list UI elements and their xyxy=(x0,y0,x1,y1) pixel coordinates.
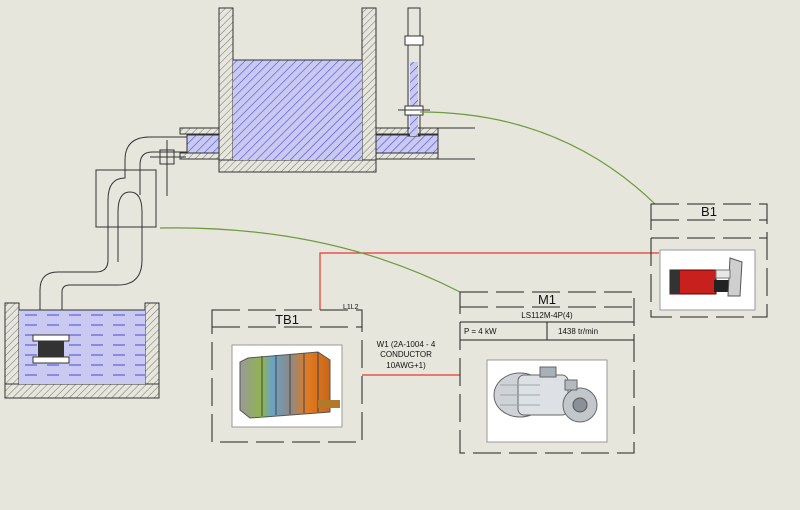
b1-component[interactable]: B1 xyxy=(650,203,768,318)
strainer-icon xyxy=(38,341,64,357)
upper-tank xyxy=(179,7,475,173)
power-wire-b1 xyxy=(319,252,659,310)
wires xyxy=(159,111,659,376)
signal-wire-b1 xyxy=(419,111,656,205)
cable-label: W1 (2A-1004 - 4 CONDUCTOR 10AWG+1) xyxy=(377,340,436,370)
cable-label-line1: W1 (2A-1004 - 4 xyxy=(377,340,436,349)
upper-tank-water xyxy=(233,60,362,160)
m1-power: P = 4 kW xyxy=(464,327,497,336)
signal-wire-m1 xyxy=(159,227,461,293)
suction-pipe xyxy=(39,136,187,335)
tb1-component[interactable]: TB1 L1L2 xyxy=(211,304,363,443)
level-sensor-photo xyxy=(669,257,743,297)
tb1-terminals: L1L2 xyxy=(343,304,359,311)
cable-label-line2: CONDUCTOR xyxy=(380,350,432,359)
m1-speed: 1438 tr/min xyxy=(558,327,598,336)
lower-tank-water xyxy=(19,310,145,384)
cable-label-line3: 10AWG+1) xyxy=(386,361,426,370)
m1-tag: M1 xyxy=(538,292,556,307)
b1-tag: B1 xyxy=(701,204,717,219)
m1-component[interactable]: M1 LS112M-4P(4) P = 4 kW 1438 tr/min xyxy=(459,291,635,454)
terminal-block-photo xyxy=(239,351,340,419)
tb1-tag: TB1 xyxy=(275,312,299,327)
m1-model: LS112M-4P(4) xyxy=(521,311,573,320)
lower-tank xyxy=(4,302,160,399)
motor-pump-photo xyxy=(493,366,598,423)
